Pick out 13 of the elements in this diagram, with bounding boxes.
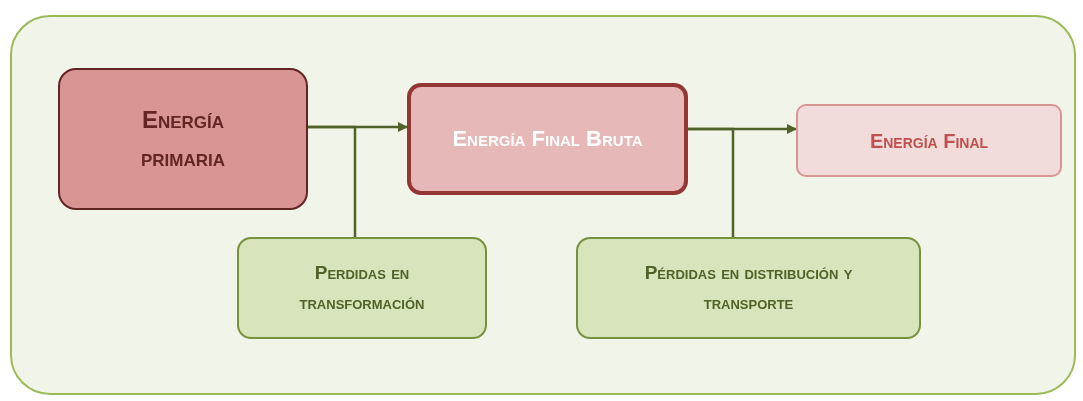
box-label: Energía primaria: [139, 104, 227, 173]
connector-line: [308, 125, 357, 237]
process-box: [407, 83, 688, 195]
loss-box: [576, 237, 921, 339]
process-box: [58, 68, 308, 210]
box-label: Energía Final: [869, 128, 989, 154]
box-label: Pérdidas en distribución y transporte: [643, 260, 854, 315]
process-box: [796, 104, 1062, 177]
box-label: Perdidas en transformación: [298, 260, 426, 315]
outer-panel: [10, 15, 1076, 395]
box-label: Energía Final Bruta: [452, 125, 643, 154]
connector-line: [688, 127, 735, 237]
loss-box: [237, 237, 487, 339]
